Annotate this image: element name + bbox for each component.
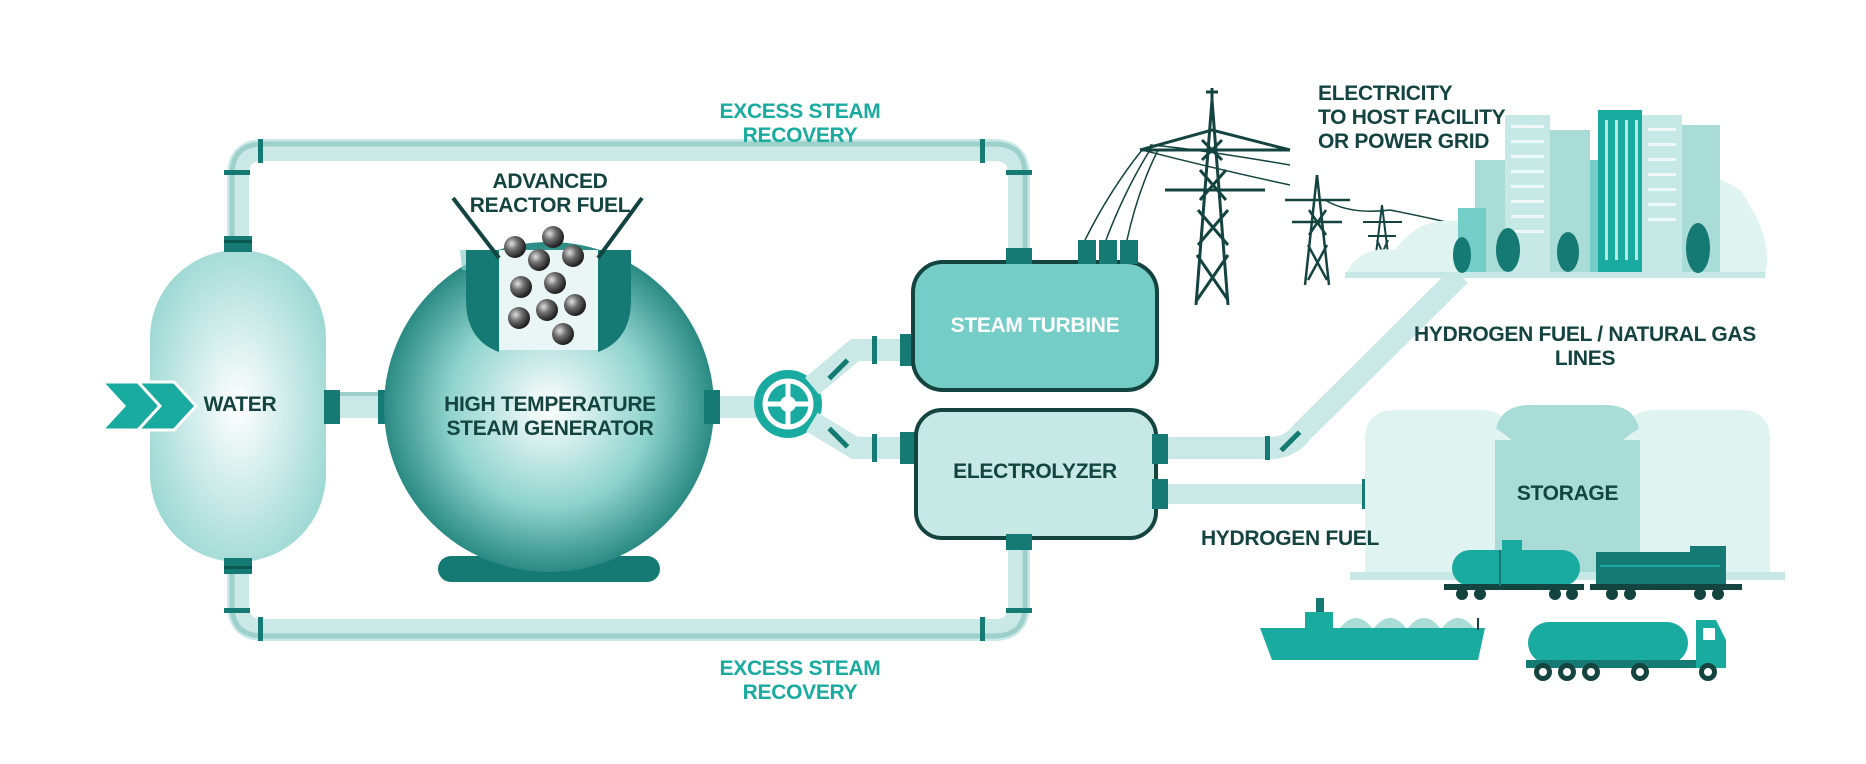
- steam-turbine-box: [911, 240, 1159, 392]
- electricity-label: ELECTRICITY TO HOST FACILITY OR POWER GR…: [1318, 82, 1506, 153]
- valve-icon: [754, 370, 822, 438]
- electrolyzer-box: [914, 408, 1158, 550]
- power-lines: [1084, 144, 1481, 241]
- electrolyzer-to-storage-pipe: [1156, 484, 1366, 504]
- city-windows: [1511, 120, 1676, 260]
- advanced-reactor-fuel-label: ADVANCED REACTOR FUEL: [469, 170, 631, 217]
- steam-recovery-top-pipe: [227, 139, 1030, 258]
- electrolyzer-label: ELECTROLYZER: [953, 460, 1117, 483]
- reactor-fuel-pebbles: [504, 226, 586, 345]
- excess-steam-recovery-bottom-label: EXCESS STEAM RECOVERY: [719, 657, 881, 704]
- lng-ship-icon: [1260, 598, 1485, 660]
- city-trees: [1453, 223, 1710, 273]
- transmission-tower-medium-icon: [1285, 174, 1350, 286]
- steam-generator-label: HIGH TEMPERATURE STEAM GENERATOR: [444, 393, 656, 440]
- steam-recovery-top-pipe-shade: [229, 141, 1028, 258]
- storage-tanks: [1350, 405, 1785, 580]
- hydrogen-fuel-label: HYDROGEN FUEL: [1200, 527, 1380, 550]
- valve-branch-pipes: [804, 339, 910, 459]
- tanker-truck-icon: [1526, 620, 1726, 681]
- storage-label: STORAGE: [1516, 482, 1619, 505]
- water-tank: [150, 236, 326, 574]
- loop-pipe-rings: [224, 139, 1032, 641]
- transmission-tower-large-icon: [1139, 88, 1291, 306]
- excess-steam-recovery-top-label: EXCESS STEAM RECOVERY: [719, 100, 881, 147]
- steam-recovery-bottom-pipe-shade: [229, 540, 1028, 639]
- steam-recovery-bottom-pipe: [227, 540, 1030, 641]
- valve-branch-rings: [827, 334, 916, 464]
- steam-turbine-label: STEAM TURBINE: [950, 314, 1120, 337]
- generator-to-valve-pipe: [704, 390, 762, 424]
- water-inlet-chevron-icon: [98, 380, 199, 432]
- gas-lines-label: HYDROGEN FUEL / NATURAL GAS LINES: [1414, 323, 1756, 370]
- water-label: WATER: [203, 393, 277, 416]
- train-icon: [1444, 540, 1742, 600]
